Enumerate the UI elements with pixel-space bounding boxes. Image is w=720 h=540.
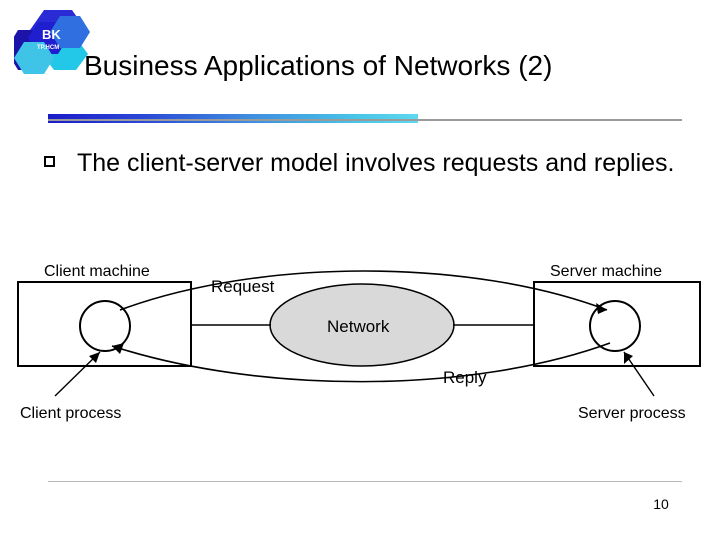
logo-secondary-text: TP.HCM — [37, 45, 59, 51]
title-accent-bar — [48, 114, 418, 123]
client-server-model-diagram: Client machine Server machine Request Re… — [0, 248, 720, 433]
reply-arrow-head — [112, 343, 124, 354]
server-process-label: Server process — [578, 405, 686, 422]
client-process-leader-head — [89, 352, 100, 363]
reply-label: Reply — [443, 368, 487, 387]
client-machine-label: Client machine — [44, 263, 150, 280]
server-machine-label: Server machine — [550, 263, 662, 280]
title-divider — [48, 119, 682, 121]
logo-shape — [14, 10, 90, 74]
footer-divider — [48, 481, 682, 482]
bullet-item: The client-server model involves request… — [44, 146, 684, 182]
square-bullet-icon — [44, 156, 55, 167]
page-number: 10 — [653, 496, 669, 512]
logo: BK TP.HCM — [14, 8, 98, 82]
server-process-leader-head — [624, 352, 633, 364]
request-arrow-path — [119, 270, 608, 311]
bullet-text: The client-server model involves request… — [77, 149, 675, 177]
network-label: Network — [327, 317, 390, 336]
request-label: Request — [211, 277, 275, 296]
request-arrow-head — [596, 303, 607, 314]
server-process-circle — [589, 300, 641, 352]
page-title: Business Applications of Networks (2) — [84, 50, 553, 81]
client-process-circle — [79, 300, 131, 352]
logo-primary-text: BK — [42, 27, 61, 42]
reply-arrow-path — [111, 342, 611, 383]
client-process-label: Client process — [20, 405, 121, 422]
